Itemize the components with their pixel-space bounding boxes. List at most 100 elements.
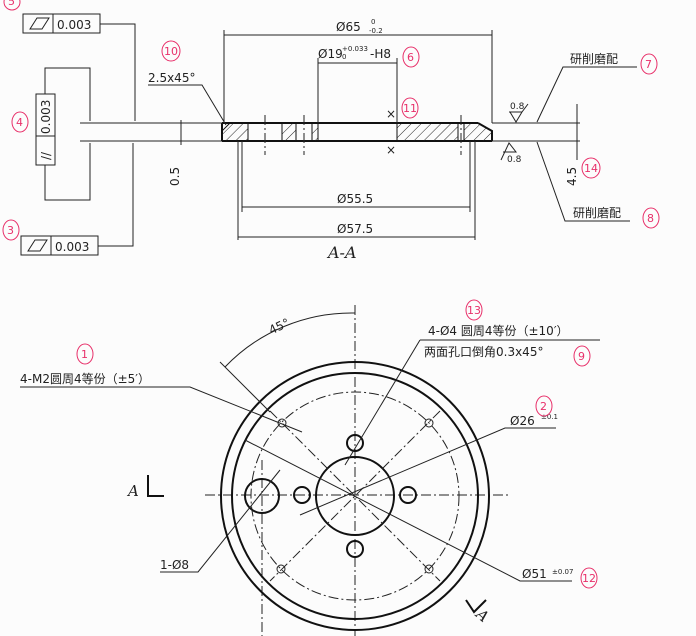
svg-text:3: 3: [7, 224, 14, 237]
annotation-markers: 1 2 3 4 5 6 7 8 9 10 11 12 13 14: [2, 0, 660, 589]
dim-d19-fit: -H8: [370, 47, 391, 61]
dim-d51: Ø51: [522, 567, 547, 581]
leader-line: [100, 23, 136, 121]
dim-d26: Ø26: [510, 414, 535, 428]
dim-d65-lower: -0.2: [369, 27, 383, 35]
dim-0-5: 0.5: [168, 167, 182, 186]
hole-m2: [276, 564, 286, 574]
leader-line: [536, 141, 630, 222]
leader-line: [536, 66, 637, 123]
hole-d4: [346, 434, 364, 452]
marker-13: 13: [465, 299, 483, 321]
section-arrow-left: [147, 475, 164, 497]
marker-7: 7: [640, 53, 658, 75]
marker-3: 3: [2, 219, 20, 241]
marker-12: 12: [580, 567, 598, 589]
roughness-icon-bottom: [500, 142, 518, 161]
section-title: A-A: [326, 243, 357, 262]
tolerance-value: 0.003: [39, 100, 53, 134]
dim-d19: Ø19: [318, 47, 343, 61]
marker-4: 4: [11, 111, 29, 133]
svg-text:7: 7: [645, 58, 652, 71]
marker-5: 5: [3, 0, 21, 11]
hole-m2: [424, 418, 434, 428]
marker-8: 8: [642, 207, 660, 229]
centerline: [269, 410, 441, 582]
outer-circle: [220, 361, 490, 631]
mark-x: ×: [386, 107, 396, 121]
leader-line: [44, 67, 91, 121]
chamfer-note: 两面孔口倒角0.3x45°: [424, 345, 543, 359]
flatness-frame-bottom: 0.003: [20, 143, 134, 256]
svg-text:6: 6: [407, 51, 414, 64]
hole-m2: [277, 418, 287, 428]
svg-text:12: 12: [582, 572, 596, 585]
tolerance-value: 0.003: [57, 18, 91, 32]
angle-45: 45°: [267, 316, 292, 338]
dim-d55-5: Ø55.5: [337, 192, 373, 206]
hole-m2: [424, 564, 434, 574]
central-bore: [315, 456, 395, 536]
section-view: × × Ø65 0 -0.2 Ø19 +0.033 0 -H8 2.5x45° …: [20, 13, 637, 262]
flatness-icon: [29, 17, 50, 30]
dim-d65: Ø65: [336, 20, 361, 34]
hole-d4: [293, 486, 311, 504]
dim-d19-lower: 0: [342, 53, 346, 61]
dim-d51-tol: ±0.07: [552, 568, 573, 576]
section-mark-left: A: [126, 482, 139, 500]
parallelism-icon: //: [39, 151, 53, 160]
grind-note-top: 研削磨配: [570, 52, 618, 66]
roughness-value: 0.8: [507, 155, 522, 165]
marker-11: 11: [401, 97, 419, 119]
marker-14: 14: [581, 157, 601, 179]
marker-10: 10: [161, 40, 181, 62]
svg-text:1: 1: [81, 348, 88, 361]
tolerance-value: 0.003: [55, 240, 89, 254]
pitch-circle: [250, 391, 460, 601]
svg-text:13: 13: [467, 304, 481, 317]
plan-view: 45° 4-M2圆周4等份（±5′） 4-Ø4 圆周4等份（±10′） 两面孔口…: [20, 305, 600, 636]
svg-text:2: 2: [540, 400, 547, 413]
svg-text:14: 14: [584, 162, 598, 175]
dim-d26-tol: ±0.1: [541, 413, 558, 421]
svg-text:11: 11: [403, 102, 417, 115]
dim-d65-upper: 0: [371, 18, 375, 26]
leader-line: [44, 143, 91, 201]
hole-d4-note: 4-Ø4 圆周4等份（±10′）: [428, 324, 569, 338]
roughness-icon-top: [509, 103, 529, 123]
section-mark-right: A: [471, 604, 493, 626]
m2-note: 4-M2圆周4等份（±5′）: [20, 372, 150, 386]
chamfer-label: 2.5x45°: [148, 71, 195, 85]
leader-line: [20, 386, 303, 433]
svg-text:5: 5: [8, 0, 15, 8]
ext-line: [219, 361, 271, 413]
flatness-frame-top: 0.003: [22, 13, 136, 121]
flatness-icon: [27, 239, 48, 252]
leader-line: [160, 469, 281, 573]
mark-x: ×: [386, 143, 396, 157]
grind-note-bottom: 研削磨配: [573, 206, 621, 220]
hole-d8-label: 1-Ø8: [160, 558, 189, 572]
angle-arc: [224, 312, 356, 368]
dim-d19-upper: +0.033: [342, 45, 368, 53]
dim-d57-5: Ø57.5: [337, 222, 373, 236]
roughness-value: 0.8: [510, 102, 525, 112]
leader-line: [344, 339, 421, 466]
hatched-sections: [221, 122, 493, 142]
svg-text:9: 9: [578, 350, 585, 363]
hole-d4: [399, 486, 417, 504]
marker-6: 6: [402, 46, 420, 68]
leader-line: [98, 143, 134, 247]
marker-1: 1: [76, 343, 94, 365]
svg-text:8: 8: [647, 212, 654, 225]
parallelism-frame: 0.003 //: [35, 67, 91, 201]
svg-text:10: 10: [164, 45, 178, 58]
leader-line: [148, 84, 227, 126]
svg-text:4: 4: [16, 116, 23, 129]
marker-9: 9: [573, 345, 591, 367]
section-arrow-right: [465, 599, 487, 614]
hole-d8: [244, 478, 280, 514]
dim-4-5: 4.5: [565, 167, 579, 186]
